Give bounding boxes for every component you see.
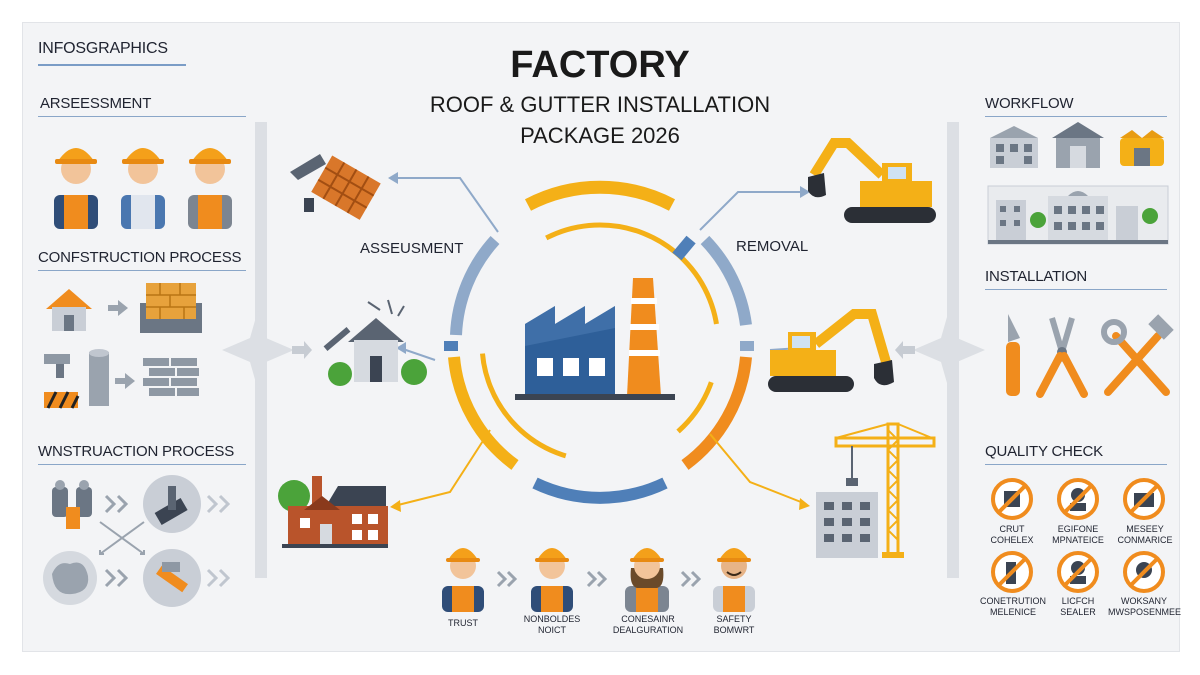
pillar-icon [89, 349, 109, 406]
page-subtitle: ROOF & GUTTER INSTALLATION [429, 92, 771, 117]
house-icon [46, 289, 92, 331]
right-diamond-connector [895, 310, 985, 390]
prohibition-icon [1057, 551, 1099, 593]
equipment-icon [52, 480, 92, 529]
chevrons-icon [104, 494, 129, 514]
crane-building-icon [816, 422, 936, 558]
process-ring [444, 180, 754, 504]
removal-label: REMOVAL [736, 238, 809, 255]
divider [38, 270, 246, 271]
connector-arrows [388, 172, 810, 512]
page-title: FACTORY [510, 44, 690, 86]
brick-house-icon [278, 476, 388, 548]
assessment-heading: ARSEESSMENT [40, 95, 152, 112]
chevrons-icon [680, 570, 702, 588]
installation-heading: INSTALLATION [985, 268, 1088, 285]
prohibition-icon [1123, 478, 1165, 520]
worker-caption: TRUST [448, 618, 478, 628]
cityscape-icon [987, 185, 1169, 245]
divider [985, 289, 1167, 290]
worker-icon [54, 148, 98, 229]
quality-heading: QUALITY CHECK [985, 443, 1103, 460]
excavator-icon [808, 138, 936, 223]
hammer-wrench-icon [1101, 314, 1174, 396]
hammer-circle-icon [143, 475, 201, 533]
chevrons-icon [496, 570, 518, 588]
chevrons-icon [206, 568, 231, 588]
worker-icon [625, 548, 669, 612]
prohibition-icon [1057, 478, 1099, 520]
worker-icon [531, 548, 573, 612]
prohibition-icon [991, 478, 1033, 520]
pliers-icon [1036, 317, 1088, 398]
chevrons-icon [586, 570, 608, 588]
divider [985, 464, 1167, 465]
worker-icon [188, 148, 232, 229]
pipe-circle-icon [143, 549, 201, 607]
worker-icon [442, 548, 484, 612]
brick-wall-icon [140, 283, 202, 333]
tools-icon [44, 354, 80, 409]
infographics-heading: INFOSGRAPHICS [38, 40, 168, 57]
divider [38, 116, 246, 117]
chevrons-icon [206, 494, 231, 514]
roof-tiles-icon [290, 154, 381, 220]
assessment-label: ASSEUSMENT [360, 240, 464, 257]
excavator-icon [768, 309, 894, 392]
factory-icon [515, 278, 675, 400]
divider [38, 464, 246, 465]
brick-stack-icon [141, 356, 201, 398]
prohibition-icon [991, 551, 1033, 593]
construction-heading: CONFSTRUCTION PROCESS [38, 249, 242, 266]
left-diamond-connector [222, 310, 312, 390]
arrow-right-icon [115, 373, 135, 389]
rock-circle-icon [43, 551, 97, 605]
prohibition-icon [1123, 551, 1165, 593]
cross-arrows-icon [99, 521, 145, 555]
worker-icon [713, 548, 755, 612]
house-repair-icon [323, 299, 427, 386]
building-icon [990, 126, 1038, 168]
chevrons-icon [104, 568, 129, 588]
divider [38, 64, 186, 66]
arrow-right-icon [108, 300, 128, 316]
page-subtitle-year: PACKAGE 2026 [520, 123, 680, 148]
divider [985, 116, 1167, 117]
building-icon [1052, 122, 1104, 168]
building-icon [1120, 130, 1164, 166]
workflow-heading: WORKFLOW [985, 95, 1074, 112]
wnstruaction-heading: WNSTRUACTION PROCESS [38, 443, 235, 460]
worker-icon [121, 148, 165, 229]
knife-icon [1006, 314, 1020, 396]
